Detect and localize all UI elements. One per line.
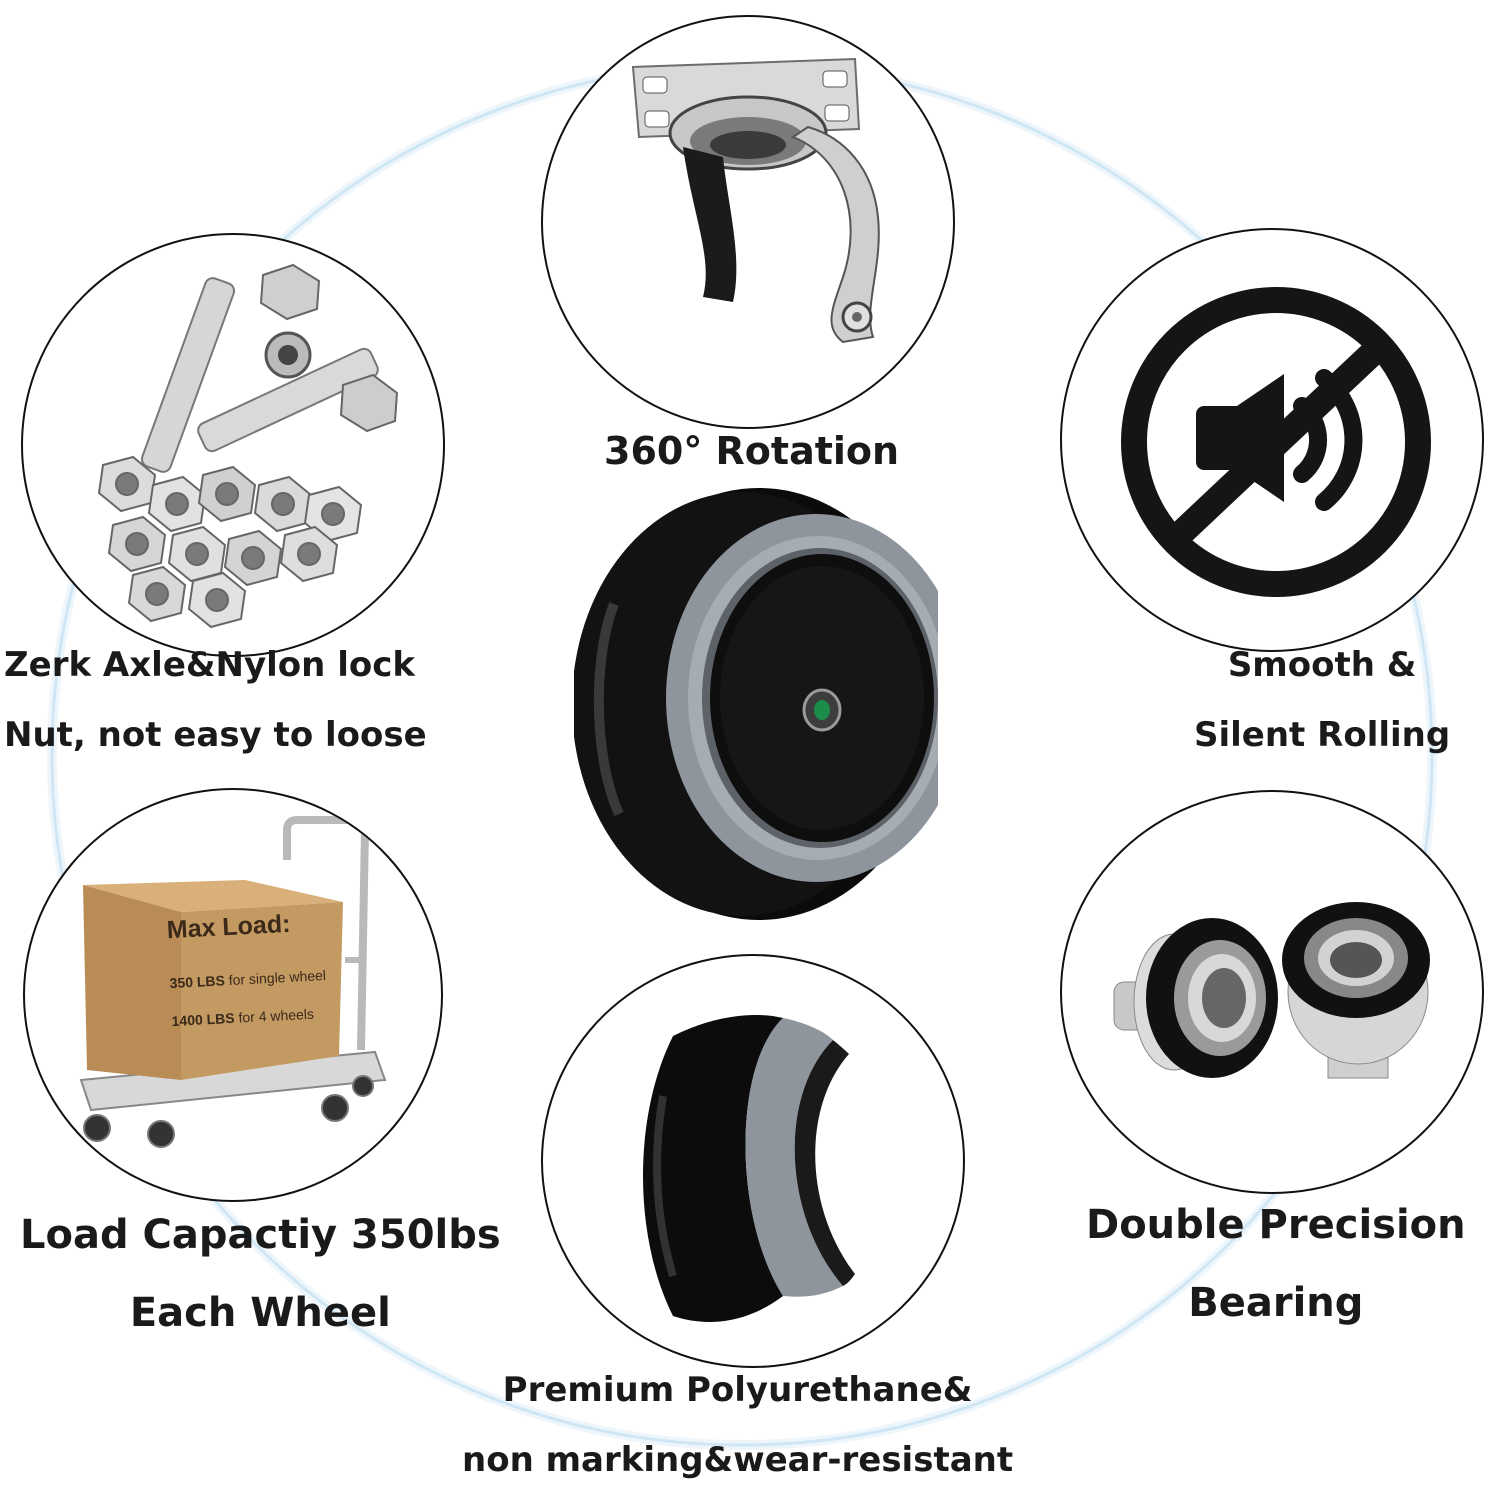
swivel-caster-icon (631, 57, 880, 344)
no-sound-icon (1121, 287, 1431, 597)
rotation-caption: 360° Rotation (604, 429, 900, 473)
load-box-line1: 350 LBS for single wheel (169, 967, 330, 991)
load-feature-circle: Max Load: 350 LBS for single wheel 1400 … (23, 788, 443, 1202)
bearing-caption-line2: Bearing (1188, 1280, 1364, 1326)
axle-caption-line1: Zerk Axle&Nylon lock (4, 645, 415, 685)
load-box-line2-bold: 1400 LBS (171, 1009, 236, 1030)
caster-wheel-icon (574, 488, 938, 920)
material-caption: Premium Polyurethane& non marking&wear-r… (462, 1373, 1013, 1477)
axle-feature-circle (21, 233, 445, 657)
bearing-caption-line1: Double Precision (1086, 1202, 1466, 1248)
bearing-caption: Double Precision Bearing (1086, 1205, 1466, 1323)
bolts-nuts-icon (97, 263, 399, 629)
load-caption-line2: Each Wheel (129, 1290, 391, 1336)
load-caption-line1: Load Capactiy 350lbs (20, 1212, 501, 1258)
platform-cart-icon (79, 816, 387, 1148)
silent-caption-line2: Silent Rolling (1194, 715, 1451, 755)
axle-caption: Zerk Axle&Nylon lock Nut, not easy to lo… (4, 648, 427, 752)
silent-caption-line1: Smooth & (1227, 645, 1417, 685)
axle-caption-line2: Nut, not easy to loose (4, 715, 427, 755)
load-box-line1-rest: for single wheel (228, 966, 327, 989)
bearing-icon (1113, 902, 1430, 1079)
load-box-line1-bold: 350 LBS (169, 972, 226, 992)
wheel-section-icon (643, 1015, 855, 1322)
material-feature-circle (541, 954, 965, 1368)
silent-caption: Smooth & Silent Rolling (1194, 648, 1450, 752)
bearing-feature-circle (1060, 790, 1484, 1194)
material-caption-line2: non marking&wear-resistant (462, 1440, 1014, 1480)
load-box-label: Max Load: 350 LBS for single wheel 1400 … (166, 908, 332, 1029)
load-caption: Load Capactiy 350lbs Each Wheel (20, 1215, 501, 1333)
silent-feature-circle (1060, 228, 1484, 652)
material-caption-line1: Premium Polyurethane& (502, 1370, 973, 1410)
rotation-feature-circle (541, 15, 955, 429)
